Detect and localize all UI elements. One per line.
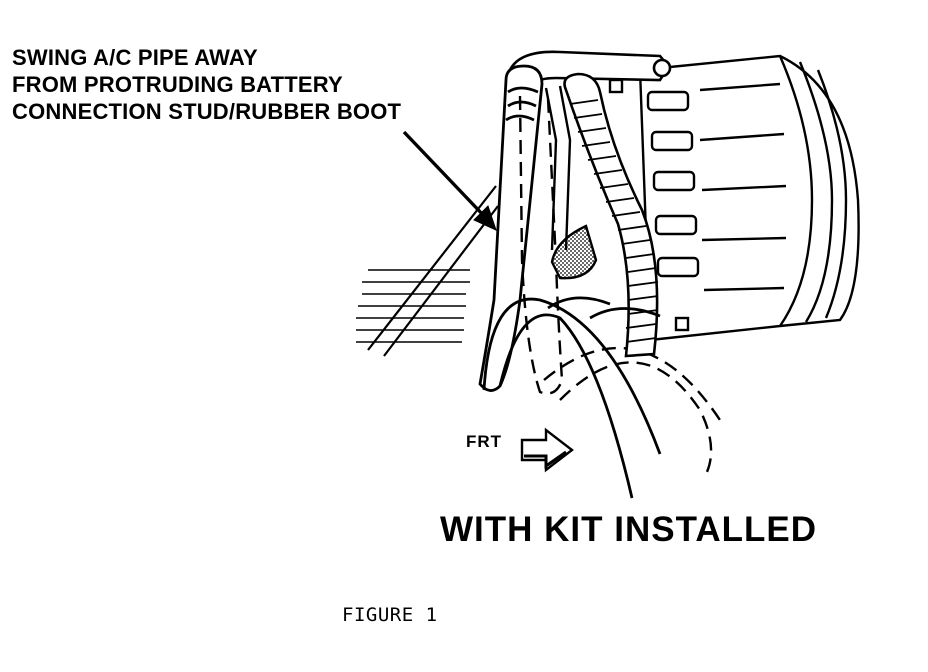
right-arrow-icon — [520, 427, 574, 473]
ac-pipe-original-position — [518, 95, 721, 479]
front-direction-label: FRT — [466, 432, 503, 451]
callout-line: FROM PROTRUDING BATTERY — [12, 72, 343, 97]
pipe-bracket — [544, 85, 572, 251]
engine-surface-hatching — [356, 269, 470, 343]
ac-pipe-swung — [478, 64, 544, 392]
figure-heading: WITH KIT INSTALLED — [440, 510, 818, 549]
lower-hoses — [482, 296, 662, 499]
callout-line: SWING A/C PIPE AWAY — [12, 45, 258, 70]
callout-line: CONNECTION STUD/RUBBER BOOT — [12, 99, 402, 124]
figure-number-label: FIGURE 1 — [342, 604, 438, 626]
callout-text: SWING A/C PIPE AWAY FROM PROTRUDING BATT… — [12, 44, 401, 125]
rubber-boot — [550, 224, 598, 280]
wiring-harness — [563, 72, 659, 358]
bracket-lines — [367, 185, 499, 357]
callout-arrow — [402, 130, 497, 231]
